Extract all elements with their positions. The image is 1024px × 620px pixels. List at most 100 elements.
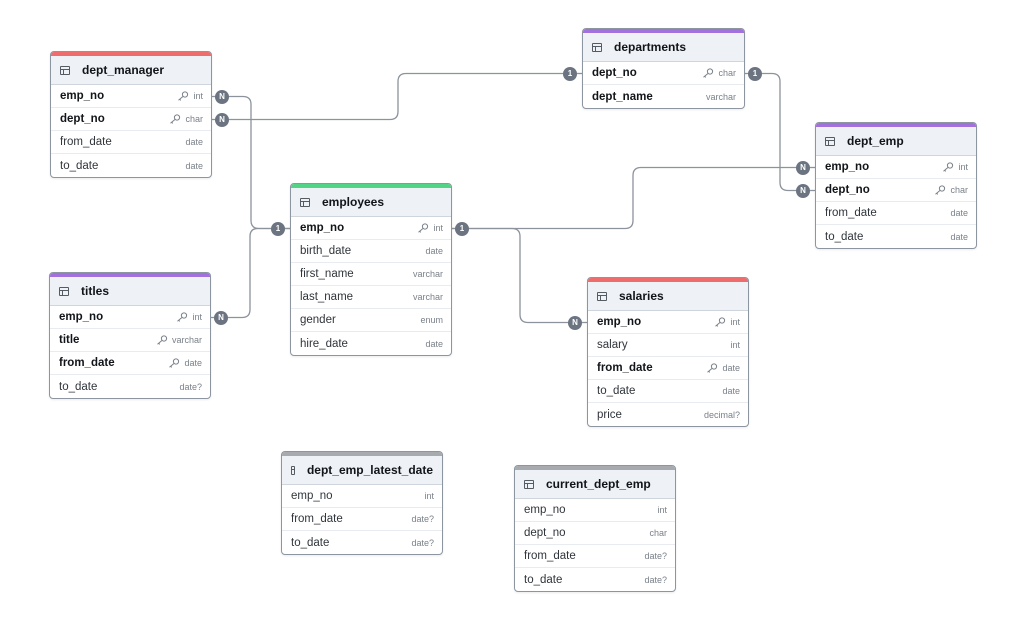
field-type-label: int — [730, 317, 740, 327]
field-name: dept_no — [825, 184, 870, 196]
field-type: char — [169, 114, 203, 124]
field-type-label: char — [649, 528, 667, 538]
edge-dept-emp-emp-no[interactable] — [462, 166, 803, 230]
field-row-gender[interactable]: gender enum — [291, 309, 451, 332]
field-row-dept-no[interactable]: dept_no char — [583, 62, 744, 85]
cardinality-one-badge: 1 — [748, 66, 762, 81]
field-type-label: decimal? — [703, 409, 740, 420]
table-grid-icon — [291, 465, 295, 475]
key-icon — [177, 312, 188, 322]
table-header[interactable]: current_dept_emp — [515, 470, 675, 499]
field-type-label: int — [958, 162, 968, 172]
field-name: from_date — [597, 362, 653, 374]
field-name: dept_no — [524, 527, 566, 539]
field-type: char — [702, 68, 736, 78]
table-grid-icon — [524, 479, 534, 489]
field-name: from_date — [825, 207, 877, 219]
table-name: employees — [322, 195, 385, 209]
field-row-from-date[interactable]: from_date date — [588, 357, 748, 380]
field-type-label: date — [950, 231, 968, 242]
key-icon — [703, 68, 714, 78]
table-header[interactable]: departments — [583, 33, 744, 62]
field-row-to-date[interactable]: to_date date — [816, 225, 976, 248]
field-type-label: int — [192, 312, 202, 322]
field-type-label: date — [185, 160, 203, 171]
table-grid-icon — [59, 286, 69, 296]
field-type: date — [168, 358, 202, 368]
field-type-label: char — [718, 68, 736, 78]
table-header[interactable]: employees — [291, 188, 451, 217]
field-row-dept-no[interactable]: dept_no char — [515, 522, 675, 545]
field-type-label: varchar — [412, 292, 443, 302]
table-header[interactable]: titles — [50, 277, 210, 306]
field-type: date? — [411, 514, 434, 524]
field-name: emp_no — [291, 490, 333, 502]
field-type: varchar — [413, 292, 443, 302]
field-type: int — [424, 491, 434, 501]
key-icon — [169, 358, 180, 368]
edge-salaries-emp-no[interactable] — [462, 227, 575, 324]
field-type: char — [934, 185, 968, 195]
key-icon — [935, 185, 946, 195]
table-header[interactable]: dept_manager — [51, 56, 211, 85]
edge-dept-manager-dept-no[interactable] — [222, 72, 570, 121]
field-type-label: date? — [411, 537, 434, 548]
field-name: emp_no — [60, 90, 105, 102]
field-type-label: date — [722, 386, 740, 396]
table-header[interactable]: salaries — [588, 282, 748, 311]
field-type: date — [706, 363, 740, 373]
edge-dept-emp-dept-no[interactable] — [755, 72, 803, 192]
table-color-bar — [816, 123, 976, 127]
field-row-emp-no[interactable]: emp_no int — [282, 485, 442, 508]
field-row-emp-no[interactable]: emp_no int — [51, 85, 211, 108]
field-name: gender — [300, 314, 336, 326]
field-type: enum — [420, 315, 443, 325]
field-name: dept_no — [592, 67, 637, 79]
field-row-from-date[interactable]: from_date date — [50, 352, 210, 375]
field-name: from_date — [59, 357, 115, 369]
key-icon — [707, 363, 718, 373]
field-name: to_date — [825, 230, 864, 243]
field-type-label: varchar — [412, 269, 443, 279]
edge-titles-emp-no[interactable] — [221, 227, 278, 319]
table-header[interactable]: dept_emp_latest_date — [282, 456, 442, 485]
field-type-label: date — [185, 137, 203, 147]
edge-dept-manager-emp-no[interactable] — [222, 95, 278, 230]
field-row-dept-no[interactable]: dept_no char — [816, 179, 976, 202]
cardinality-one-badge: 1 — [271, 221, 285, 236]
field-type: int — [730, 340, 740, 350]
table-header[interactable]: dept_emp — [816, 127, 976, 156]
field-type-label: int — [193, 91, 203, 101]
